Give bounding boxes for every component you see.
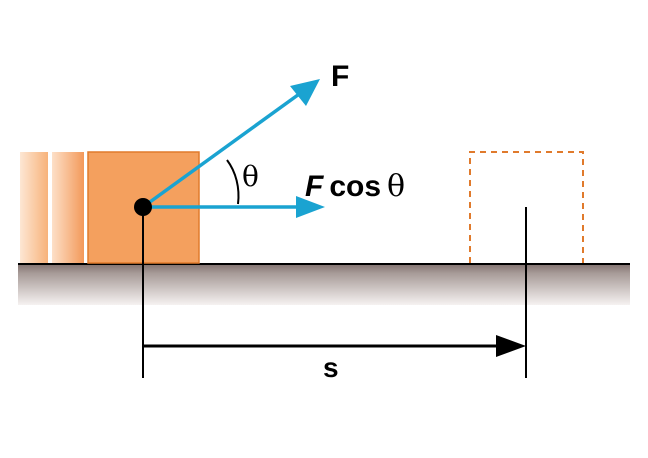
component-label-cos: cos: [329, 170, 381, 203]
application-point: [134, 198, 152, 216]
force-arrow-head: [290, 79, 320, 106]
component-label-f: F: [305, 170, 324, 203]
component-label-theta: θ: [387, 169, 405, 204]
angle-label: θ: [242, 160, 259, 193]
component-arrow-head: [296, 196, 325, 218]
displacement-arrow-head: [496, 335, 526, 357]
displacement-label: s: [323, 352, 339, 383]
motion-trail-2: [52, 152, 84, 263]
angle-arc: [226, 159, 240, 205]
ground: [18, 263, 630, 305]
force-label: F: [331, 60, 349, 93]
motion-trail-1: [20, 152, 48, 263]
force-arrow-shaft: [141, 90, 304, 209]
final-position-outline: [469, 151, 584, 263]
